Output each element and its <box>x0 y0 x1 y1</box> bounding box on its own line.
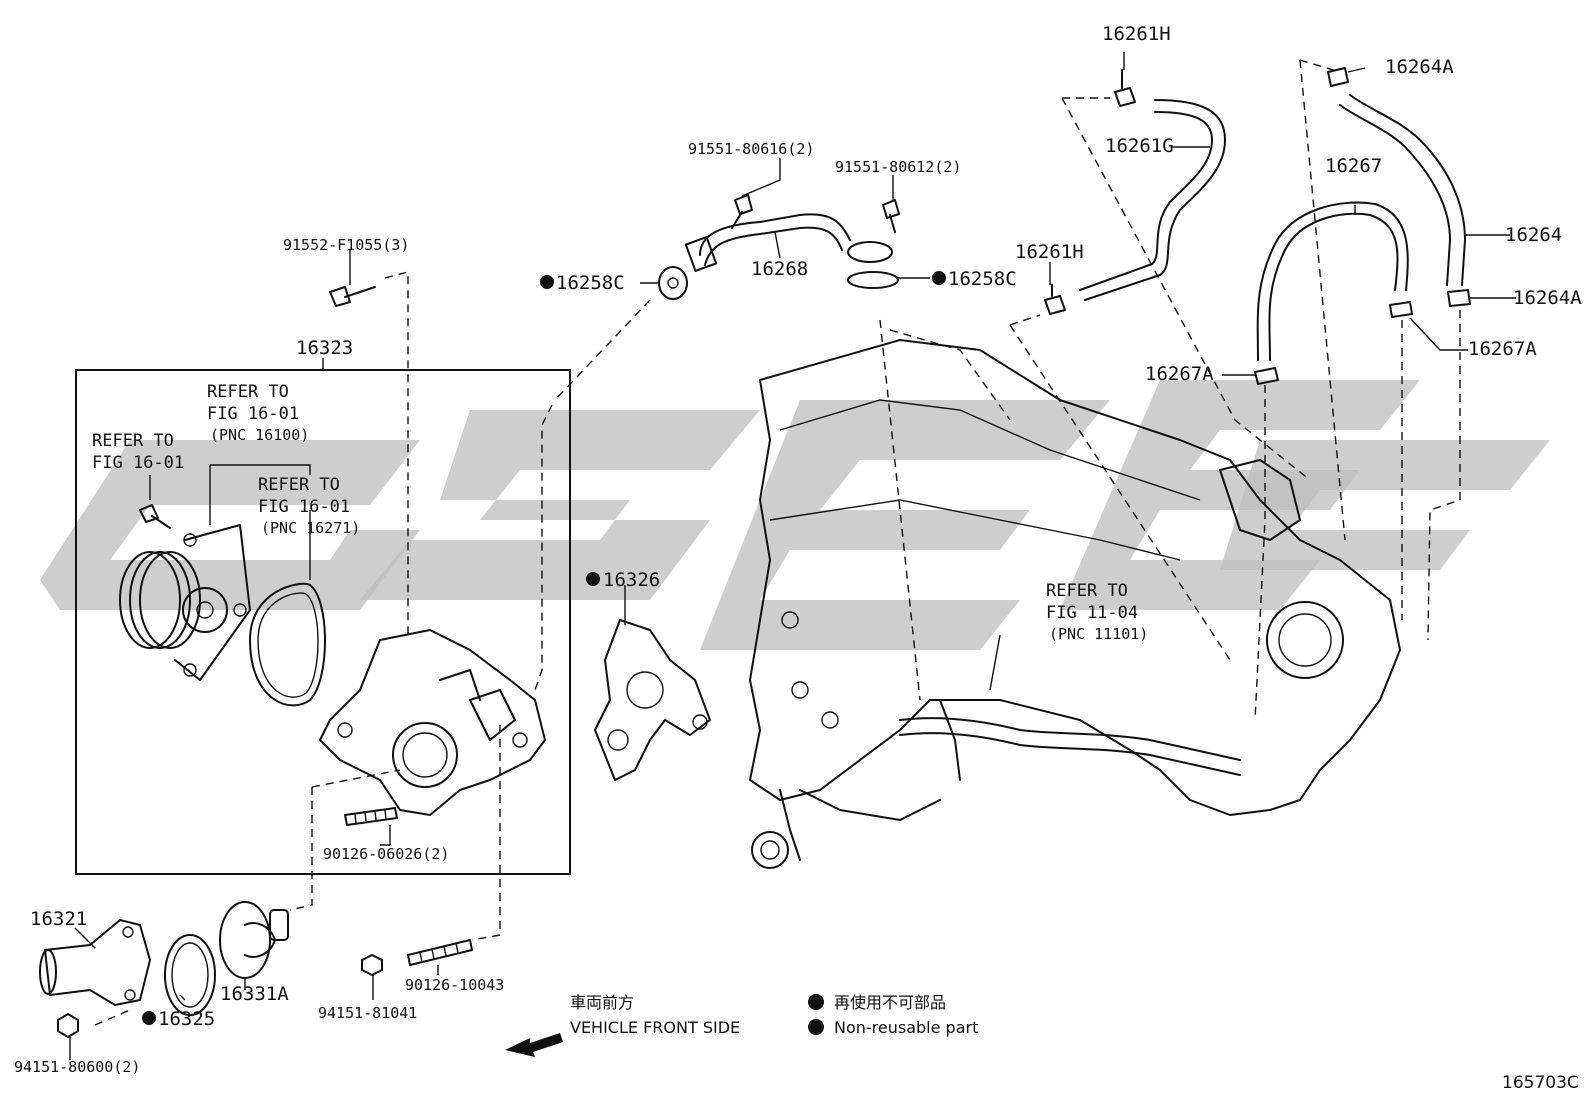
hose-16264 <box>1349 94 1466 286</box>
water-inlet-16321 <box>39 919 151 1006</box>
non-reusable-dot <box>540 275 554 289</box>
ref4-line1: REFER TO <box>1046 581 1128 601</box>
label-90126-06026: 90126-06026(2) <box>323 845 449 863</box>
clamp-16267a-right <box>1389 301 1413 318</box>
nut-80600-icon <box>57 1013 79 1038</box>
ref3-line2: FIG 16-01 <box>258 497 350 517</box>
water-pump-body <box>319 629 546 816</box>
non-reusable-dot-icon <box>808 1019 824 1035</box>
ref4-line3: (PNC 11101) <box>1049 625 1148 643</box>
ref1-line2: FIG 16-01 <box>207 404 299 424</box>
hose-16268 <box>684 213 893 272</box>
o-ring-gasket <box>249 582 326 707</box>
label-16264a-top: 16264A <box>1385 56 1454 78</box>
label-91551-80612: 91551-80612(2) <box>835 158 961 176</box>
label-16267a-left: 16267A <box>1145 363 1214 385</box>
label-91551-80616: 91551-80616(2) <box>688 140 814 158</box>
ref1-line3: (PNC 16100) <box>210 426 309 444</box>
vehicle-front-arrow-icon <box>505 1033 563 1057</box>
ref4-line2: FIG 11-04 <box>1046 603 1138 623</box>
front-en: VEHICLE FRONT SIDE <box>570 1018 740 1037</box>
leader-lines <box>69 52 1516 1060</box>
ref2-line1: REFER TO <box>92 431 174 451</box>
front-jp: 車両前方 <box>570 993 634 1012</box>
label-16267: 16267 <box>1325 155 1382 177</box>
part-labels: 16261H 16264A 16261G 16267 91551-80616(2… <box>14 23 1582 1076</box>
stud-bolt-10043 <box>407 939 473 966</box>
label-16261h-mid: 16261H <box>1015 241 1084 263</box>
non-reusable-dot <box>586 572 600 586</box>
watermark-logo <box>40 380 1550 650</box>
label-16268: 16268 <box>751 258 808 280</box>
nonreuse-en: Non-reusable part <box>834 1018 978 1037</box>
ref3-line1: REFER TO <box>258 475 340 495</box>
water-pump-pulley <box>119 524 251 681</box>
label-16325: 16325 <box>158 1008 215 1030</box>
label-16258c-right: 16258C <box>948 268 1017 290</box>
label-16261g: 16261G <box>1105 135 1174 157</box>
hose-16261g <box>1084 99 1226 301</box>
label-16261h-top: 16261H <box>1102 23 1171 45</box>
label-16264: 16264 <box>1505 224 1562 246</box>
clamp-16261h-top <box>1114 69 1136 107</box>
nonreuse-jp: 再使用不可部品 <box>834 993 946 1012</box>
label-90126-10043: 90126-10043 <box>405 976 504 994</box>
label-94151-81041: 94151-81041 <box>318 1004 417 1022</box>
ref3-line3: (PNC 16271) <box>261 519 360 537</box>
nut-81041-icon <box>361 954 383 976</box>
clamp-16267a-left <box>1254 367 1279 385</box>
label-16331a: 16331A <box>220 983 289 1005</box>
label-94151-80600: 94151-80600(2) <box>14 1058 140 1076</box>
label-16323: 16323 <box>296 337 353 359</box>
thermostat-16331a <box>219 901 289 979</box>
label-16326: 16326 <box>603 569 660 591</box>
figure-code: 165703C <box>1502 1073 1579 1093</box>
non-reusable-dot-icon <box>808 994 824 1010</box>
clamp-16261h-mid <box>1044 284 1066 315</box>
bolt-f1055-icon <box>329 286 376 307</box>
ref1-line1: REFER TO <box>207 382 289 402</box>
label-16264a-right: 16264A <box>1513 287 1582 309</box>
gasket-16325 <box>164 934 216 1016</box>
bolt-icon <box>139 504 171 529</box>
stud-bolt-06026 <box>344 807 398 826</box>
legend: 車両前方 VEHICLE FRONT SIDE 再使用不可部品 Non-reus… <box>505 993 978 1057</box>
clamp-16264a-top <box>1327 67 1349 87</box>
label-91552-f1055: 91552-F1055(3) <box>283 236 409 254</box>
reference-notes: REFER TO FIG 16-01 (PNC 16100) REFER TO … <box>92 382 1148 643</box>
non-reusable-dot <box>142 1011 156 1025</box>
alignment-lines <box>94 59 1461 1026</box>
clamp-16264a-right <box>1447 289 1471 307</box>
non-reusable-dot <box>932 271 946 285</box>
gasket-16258c-right <box>847 271 899 289</box>
label-16258c-left: 16258C <box>556 272 625 294</box>
gasket-16326 <box>594 619 711 781</box>
ref2-line2: FIG 16-01 <box>92 453 184 473</box>
gasket-16258c-left <box>658 266 688 300</box>
label-16267a-right: 16267A <box>1468 338 1537 360</box>
hose-16267 <box>1268 212 1399 361</box>
bolt-80616-icon <box>731 194 753 229</box>
label-16321: 16321 <box>30 908 87 930</box>
engine-assembly <box>749 339 1401 869</box>
bolt-80612-icon <box>882 199 900 233</box>
